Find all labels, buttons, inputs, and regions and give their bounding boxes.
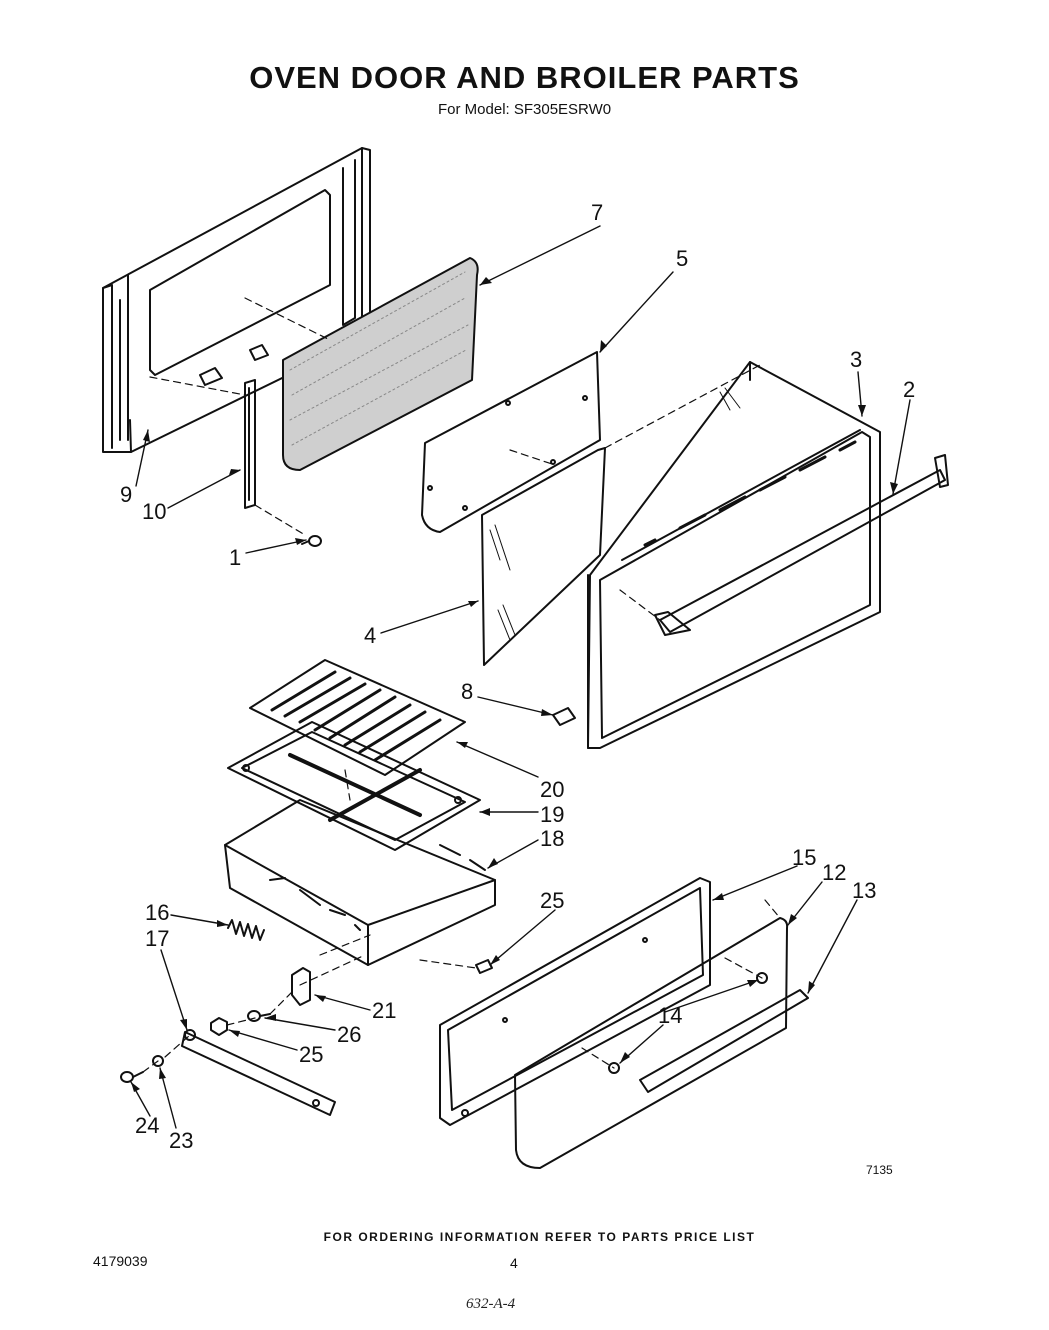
callout-7: 7: [591, 200, 603, 225]
callout-1: 1: [229, 545, 241, 570]
handle-clip-part: [552, 707, 576, 726]
callout-14: 14: [658, 1003, 682, 1028]
broiler-pan-tray-part: [227, 721, 481, 851]
callout-21: 21: [372, 998, 396, 1023]
page-number: 4: [510, 1255, 518, 1271]
broiler-screw-part: [120, 1071, 144, 1083]
outer-door-frame-part: [587, 361, 881, 749]
broiler-grid-part: [249, 659, 466, 776]
callout-3: 3: [850, 347, 862, 372]
callout-22: 23: [169, 1128, 193, 1153]
model-subtitle: For Model: SF305ESRW0: [438, 101, 612, 118]
broiler-door-outer-panel-part: [514, 917, 789, 1169]
callout-10: 10: [142, 499, 166, 524]
bracket-screw-part: [247, 1010, 271, 1022]
callout-18: 18: [540, 826, 564, 851]
callout-16: 16: [145, 900, 169, 925]
door-handle-part: [654, 454, 949, 636]
callout-8: 8: [461, 679, 473, 704]
callout-2: 2: [903, 377, 915, 402]
callout-17: 17: [145, 926, 169, 951]
callout-15: 15: [792, 845, 816, 870]
door-screw-part: [301, 535, 322, 547]
handwritten-note: 632-A-4: [466, 1296, 516, 1312]
callout-25: 25: [540, 888, 564, 913]
callout-26: 26: [337, 1022, 361, 1047]
broiler-bracket-part: [291, 967, 311, 1006]
outer-glass-part: [481, 447, 606, 666]
door-vent-trim-part: [244, 379, 256, 509]
callout-5: 5: [676, 246, 688, 271]
callout-20: 20: [540, 777, 564, 802]
callout-13: 13: [852, 878, 876, 903]
broiler-handle-part: [639, 989, 809, 1093]
callout-19: 19: [540, 802, 564, 827]
ordering-note: FOR ORDERING INFORMATION REFER TO PARTS …: [323, 1230, 756, 1244]
leader-lines: [130, 225, 911, 1129]
broiler-door-inner-panel-part: [439, 877, 711, 1126]
broiler-pin-part: [475, 959, 493, 974]
insulation-part: [282, 257, 479, 471]
leader-arrowheads: [131, 277, 898, 1092]
broiler-pan-part: [224, 799, 496, 966]
broiler-washer-part: [152, 1055, 164, 1067]
callout-9: 9: [120, 482, 132, 507]
callout-4: 4: [364, 623, 376, 648]
callout-labels: 7 5 3 2 9 10 1 4 8 20 19 18 16 17 25 21 …: [120, 200, 915, 1153]
callout-12: 12: [822, 860, 846, 885]
callout-23: 24: [135, 1113, 159, 1138]
handle-spacer-part: [608, 972, 768, 1074]
callout-24: 25: [299, 1042, 323, 1067]
figure-number: 7135: [866, 1163, 893, 1177]
document-number: 4179039: [93, 1253, 148, 1269]
broiler-nut-part: [210, 1017, 228, 1036]
page-title: OVEN DOOR AND BROILER PARTS: [249, 60, 800, 95]
assembly-lines: [142, 297, 781, 1073]
inner-glass-panel-part: [421, 351, 601, 533]
broiler-spring-part: [227, 919, 265, 941]
